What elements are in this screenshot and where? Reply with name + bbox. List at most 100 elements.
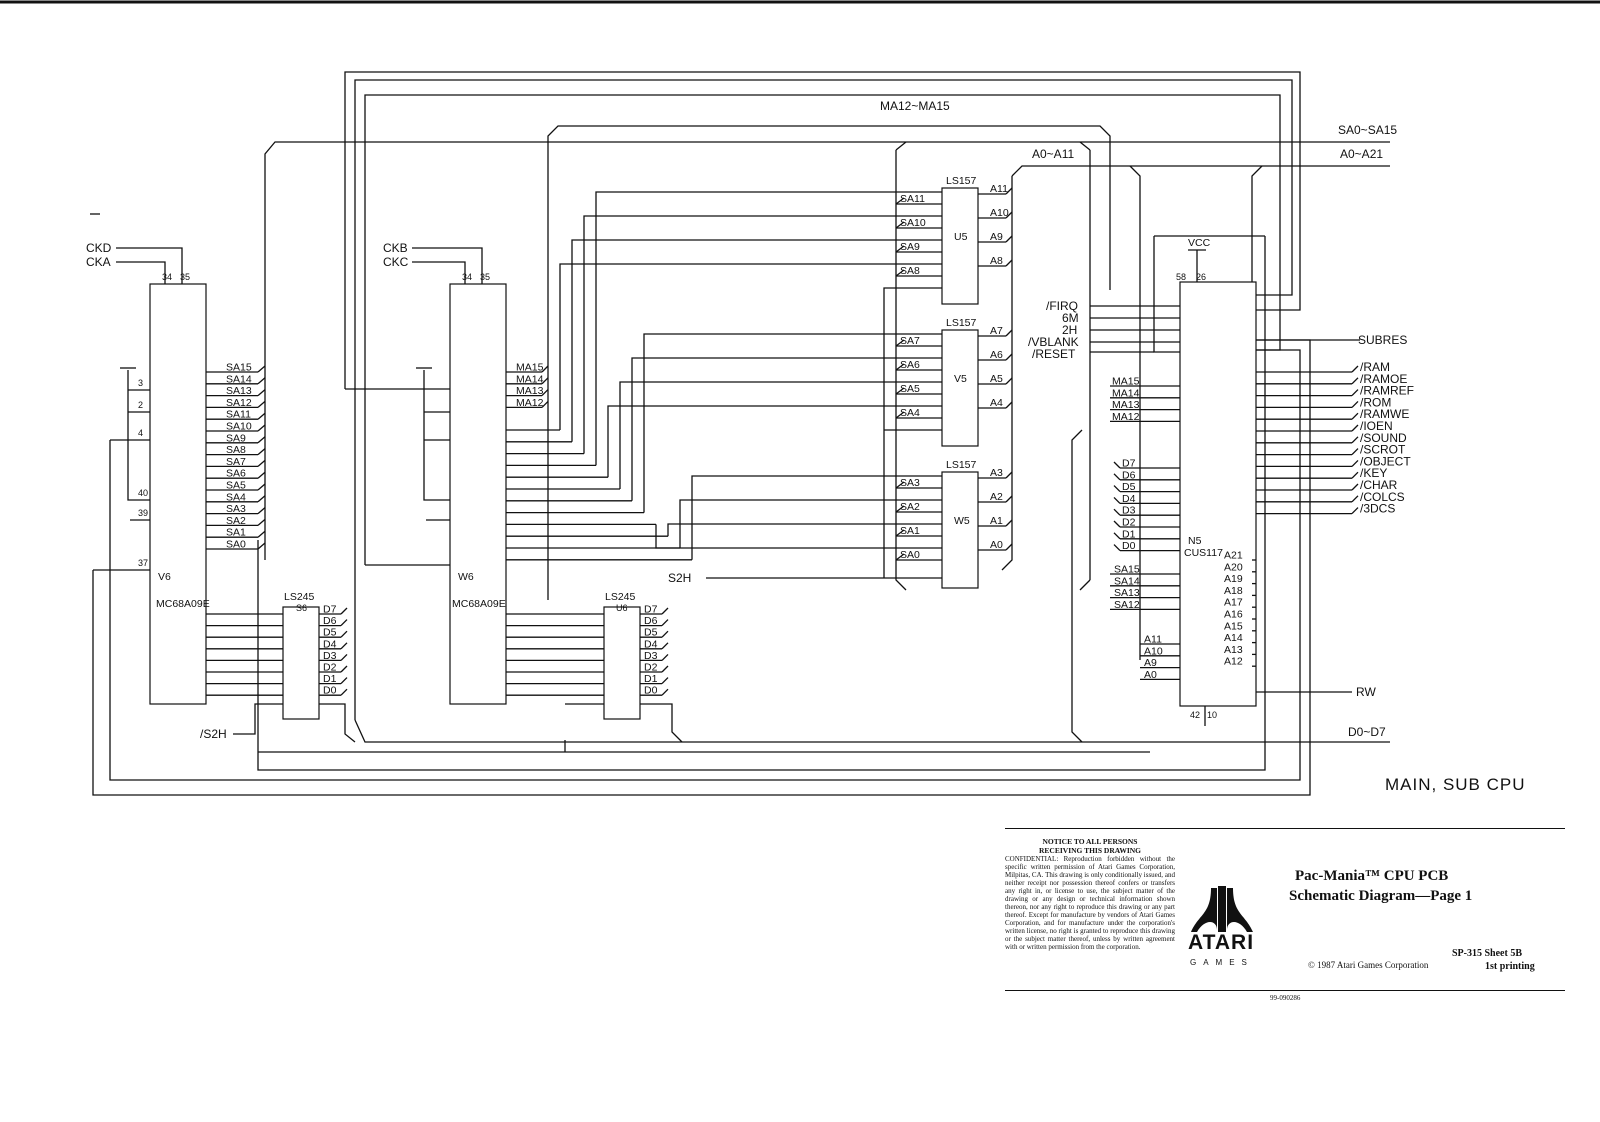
drawing-number: 99-090286: [1270, 994, 1301, 1002]
drawing-title-line-2: Schematic Diagram—Page 1: [1289, 888, 1473, 904]
output-ramoe: /RAMOE: [1360, 372, 1407, 386]
custom-n5-pin-sa12: SA12: [1114, 599, 1140, 611]
mux-w5-out-a1: A1: [990, 515, 1003, 527]
cpu-v6-pin-sa0: SA0: [226, 539, 246, 551]
custom-n5-body: [1179, 281, 1257, 707]
signal-firq: /FIRQ: [1046, 299, 1078, 313]
cpu-w6-pin-ma15: MA15: [516, 362, 544, 374]
bus-d-label: D0~D7: [1348, 725, 1386, 739]
cpu-v6-pin-sa14: SA14: [226, 373, 252, 385]
cpu-v6-pin-sa6: SA6: [226, 468, 246, 480]
svg-text:26: 26: [1196, 272, 1206, 282]
output-char: /CHAR: [1360, 478, 1398, 492]
mux-v5-body: [941, 329, 979, 447]
mux-w5-body: [941, 471, 979, 589]
signal-vcc: VCC: [1188, 237, 1211, 249]
custom-n5-pin-d6: D6: [1122, 469, 1136, 481]
cpu-v6-pin-sa4: SA4: [226, 491, 246, 503]
sheet-number: SP-315 Sheet 5B: [1452, 948, 1522, 959]
svg-text:58: 58: [1176, 272, 1186, 282]
mux-w5-out-a2: A2: [990, 491, 1003, 503]
buffer-u6-pin-d7: D7: [644, 604, 658, 616]
mux-u5-body: [941, 187, 979, 305]
mux-v5-type: LS157: [946, 317, 977, 329]
title-block-rule-bottom: [1005, 990, 1565, 991]
cpu-v6-pin-sa8: SA8: [226, 444, 246, 456]
cpu-v6-pin-sa7: SA7: [226, 456, 246, 468]
bus-ma-label: MA12~MA15: [880, 99, 950, 113]
mux-u5-out-a10: A10: [990, 207, 1009, 219]
custom-n5-pin-a13: A13: [1224, 644, 1243, 656]
mux-v5-in-sa5: SA5: [900, 383, 920, 395]
buffer-s6-pin-d0: D0: [323, 685, 337, 697]
atari-wordmark: ATARI: [1188, 931, 1255, 954]
mux-u5-out-a8: A8: [990, 255, 1003, 267]
output-object: /OBJECT: [1360, 454, 1411, 468]
custom-n5-pin-d0: D0: [1122, 540, 1136, 552]
signal-2h: 2H: [1062, 323, 1077, 337]
custom-n5-pin-ma13: MA13: [1112, 399, 1140, 411]
custom-n5-pin-a19: A19: [1224, 573, 1243, 585]
output-colcs: /COLCS: [1360, 490, 1405, 504]
cpu-v6-body: [149, 283, 207, 705]
output-3dcs: /3DCS: [1360, 502, 1395, 516]
buffer-s6-pin-d2: D2: [323, 662, 337, 674]
atari-games-text: GAMES: [1190, 958, 1254, 967]
svg-text:2: 2: [138, 400, 143, 410]
custom-n5-ref: N5: [1188, 535, 1202, 547]
custom-n5-pin-ma12: MA12: [1112, 411, 1140, 423]
buffer-s6-pin-d4: D4: [323, 638, 337, 650]
custom-n5-select-outputs: /RAM/RAMOE/RAMREF/ROM/RAMWE/IOEN/SOUND/S…: [1256, 360, 1414, 516]
cpu-w6-ref: W6: [458, 571, 474, 583]
mux-w5-in-sa3: SA3: [900, 477, 920, 489]
output-sound: /SOUND: [1360, 431, 1407, 445]
buffer-s6-pin-d5: D5: [323, 627, 337, 639]
confidential-notice: NOTICE TO ALL PERSONS RECEIVING THIS DRA…: [1005, 837, 1175, 951]
signal-reset: /RESET: [1032, 347, 1076, 361]
custom-n5-pin-ma15: MA15: [1112, 376, 1140, 388]
mux-v5-in-sa7: SA7: [900, 335, 920, 347]
cpu-v6-pin-sa15: SA15: [226, 362, 252, 374]
cpu-v6-address-rows: SA15SA14SA13SA12SA11SA10SA9SA8SA7SA6SA5S…: [206, 362, 266, 551]
mux-w5-in-sa1: SA1: [900, 525, 920, 537]
buffer-u6-pin-d0: D0: [644, 685, 658, 697]
cpu-v6-pin-sa1: SA1: [226, 527, 246, 539]
mux-v5-out-a7: A7: [990, 325, 1003, 337]
mux-w5-out-a0: A0: [990, 539, 1003, 551]
cpu-w6-pin-ma12: MA12: [516, 397, 544, 409]
buffer-u6-pin-d6: D6: [644, 615, 658, 627]
svg-text:40: 40: [138, 488, 148, 498]
title-block-rule-top: [1005, 828, 1565, 829]
signal-ckd: CKD: [86, 241, 112, 255]
printing-note: 1st printing: [1485, 961, 1535, 972]
bus-sa: SA0~SA15: [264, 123, 1397, 560]
svg-text:37: 37: [138, 558, 148, 568]
svg-text:10: 10: [1207, 710, 1217, 720]
svg-text:34: 34: [462, 272, 472, 282]
cpu-v6-pin-sa12: SA12: [226, 397, 252, 409]
custom-n5-pin-sa14: SA14: [1114, 575, 1140, 587]
notice-heading: NOTICE TO ALL PERSONS RECEIVING THIS DRA…: [1005, 837, 1175, 855]
custom-n5-pin-a12: A12: [1224, 656, 1243, 668]
signal-vblank: /VBLANK: [1028, 335, 1079, 349]
mux-u5-in-sa11: SA11: [900, 193, 925, 205]
custom-n5-pin-sa13: SA13: [1114, 587, 1140, 599]
custom-n5-pin-a16: A16: [1224, 609, 1243, 621]
copyright: © 1987 Atari Games Corporation: [1308, 960, 1429, 970]
svg-text:35: 35: [180, 272, 190, 282]
signal-ckb: CKB: [383, 241, 408, 255]
custom-n5-pin-a17: A17: [1224, 597, 1243, 609]
cpu-w6-pin-ma14: MA14: [516, 373, 544, 385]
custom-n5-pin-a20: A20: [1224, 561, 1243, 573]
signal-6m: 6M: [1062, 311, 1079, 325]
atari-logo-icon: [1191, 886, 1253, 932]
